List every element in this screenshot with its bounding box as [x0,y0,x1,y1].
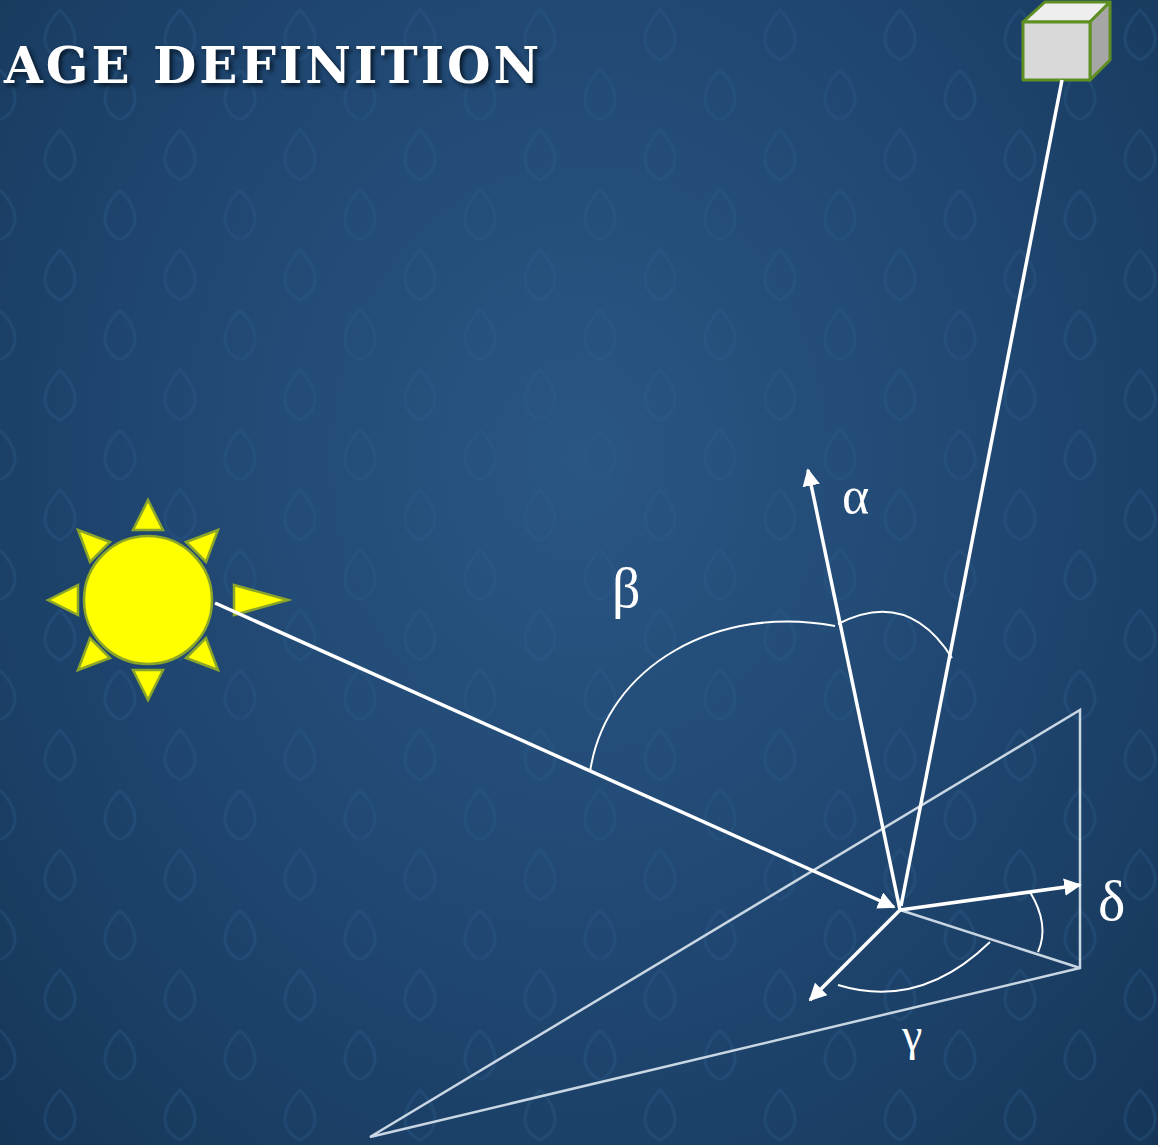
angle-label: γ [902,1012,922,1058]
angle-label: β [612,560,641,616]
sun-symbol [48,500,288,700]
vectors [215,80,1080,1000]
camera-cube [1023,2,1110,80]
slide-title: AGE DEFINITION [4,36,542,95]
angle-label: α [842,470,869,522]
tangent-plane [370,710,1080,1137]
angle-arcs [590,612,1043,992]
angle-label: δ [1098,872,1125,930]
